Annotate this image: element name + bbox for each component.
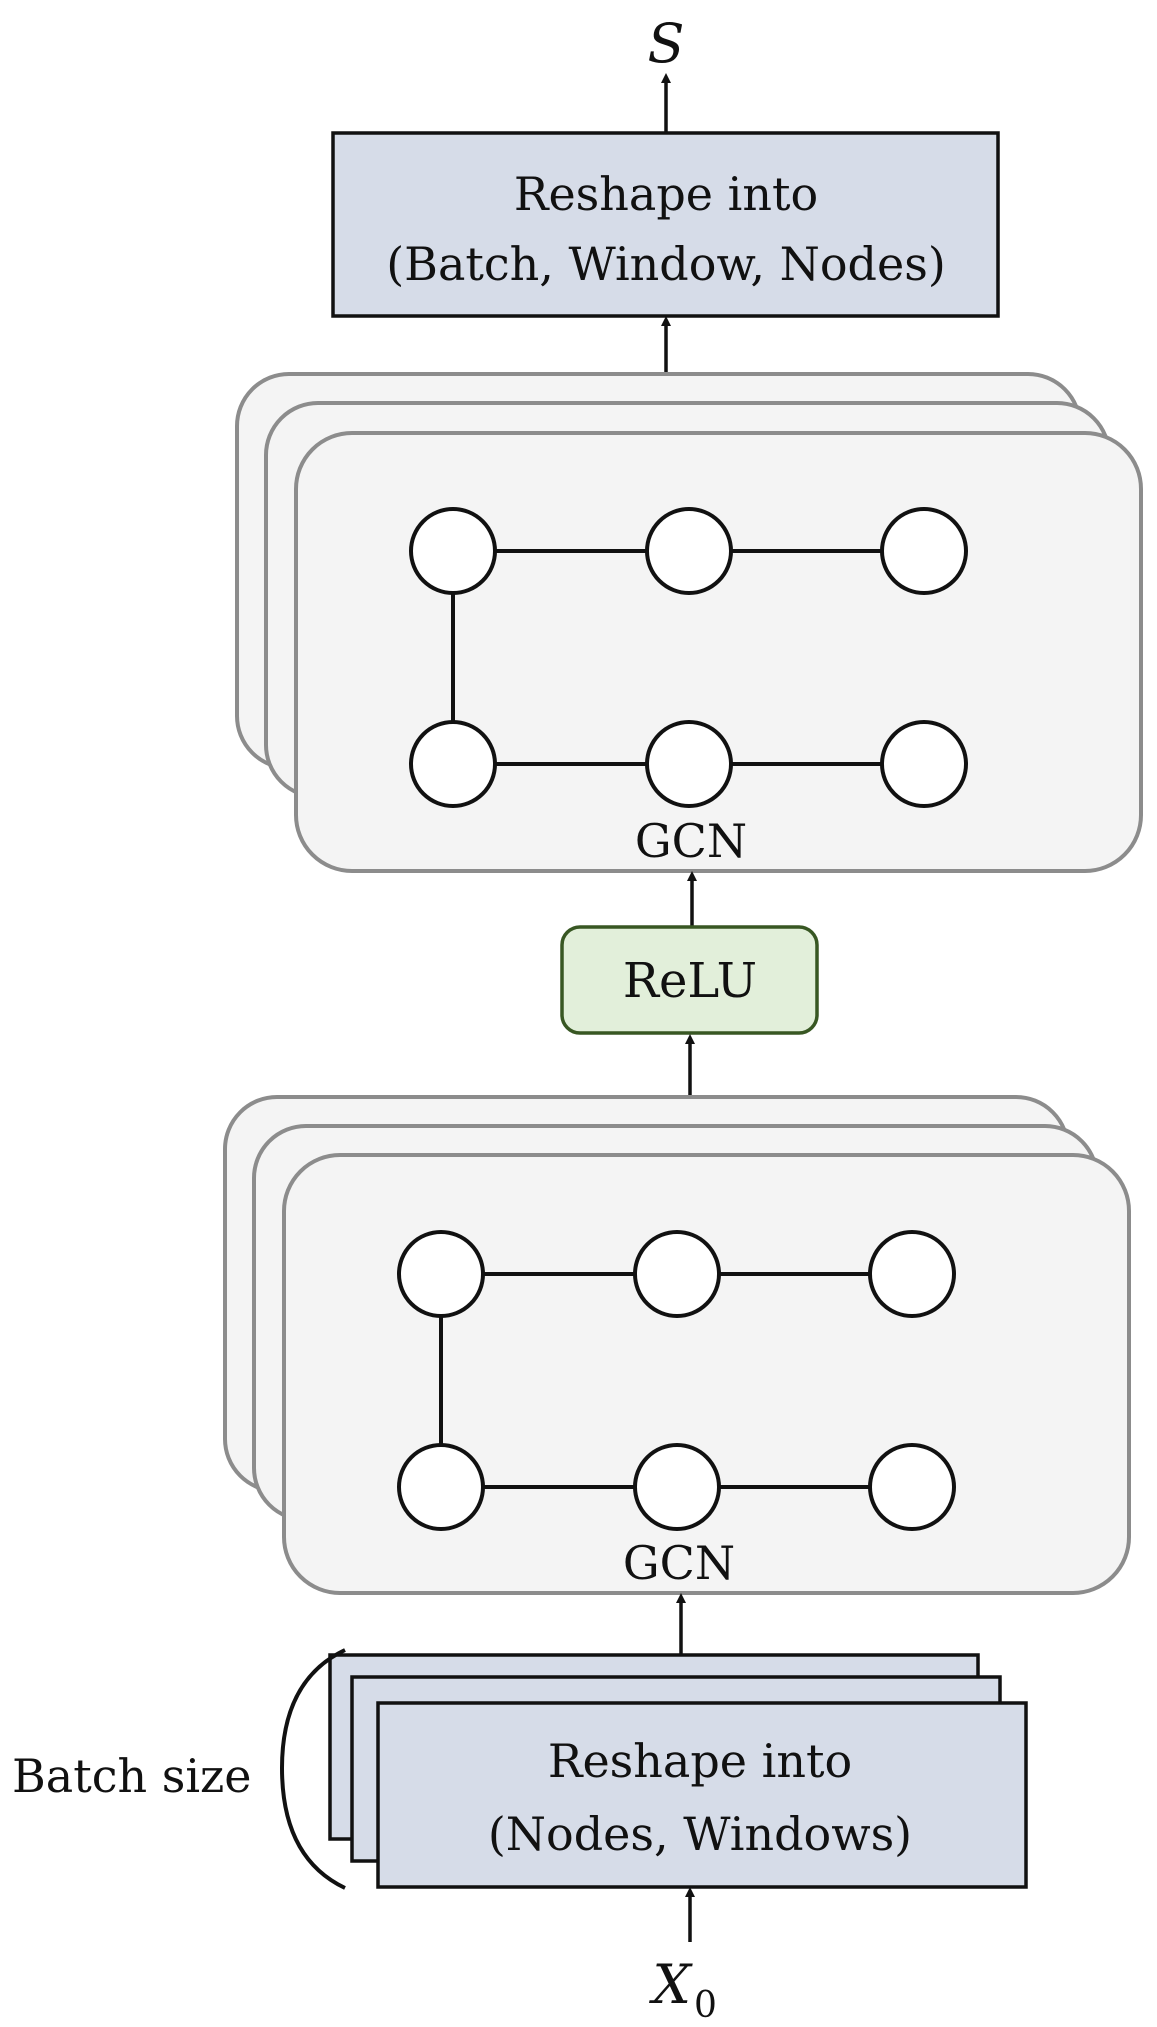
bottom-reshape-line2: (Nodes, Windows) [488, 1807, 912, 1861]
batch-size-bracket [279, 1648, 346, 1890]
batch-size-label: Batch size [12, 1749, 252, 1803]
gcn-upper-graph [409, 507, 968, 808]
graph-node [409, 507, 497, 595]
top-reshape-line1: Reshape into [514, 167, 818, 221]
gcn-lower-layer-front [282, 1153, 1131, 1595]
graph-node [397, 1230, 485, 1318]
gcn-lower-graph [397, 1230, 956, 1531]
graph-node [409, 720, 497, 808]
gcn-upper-layer-front [294, 431, 1143, 873]
graph-node [880, 507, 968, 595]
top-reshape-line2: (Batch, Window, Nodes) [386, 237, 946, 291]
graph-node [645, 720, 733, 808]
bottom-reshape-layer-front [376, 1701, 1028, 1889]
gcn-lower-stack: GCN [223, 1095, 1131, 1595]
graph-node [880, 720, 968, 808]
graph-node [633, 1230, 721, 1318]
gcn-upper-label: GCN [635, 814, 747, 868]
relu-label: ReLU [623, 953, 757, 1009]
bottom-reshape-stack: Reshape into (Nodes, Windows) [328, 1653, 1028, 1889]
top-reshape-box: Reshape into (Batch, Window, Nodes) [331, 131, 1000, 318]
input-subscript: 0 [694, 1985, 717, 2026]
output-symbol-s: S [648, 12, 685, 75]
graph-node [868, 1443, 956, 1531]
graph-node [633, 1443, 721, 1531]
relu-box: ReLU [560, 925, 819, 1035]
graph-node [868, 1230, 956, 1318]
bottom-reshape-line1: Reshape into [548, 1734, 852, 1788]
gcn-lower-label: GCN [623, 1536, 735, 1590]
input-symbol-x: X [649, 1953, 694, 2016]
graph-node [397, 1443, 485, 1531]
graph-node [645, 507, 733, 595]
gcn-upper-stack: GCN [235, 372, 1143, 873]
